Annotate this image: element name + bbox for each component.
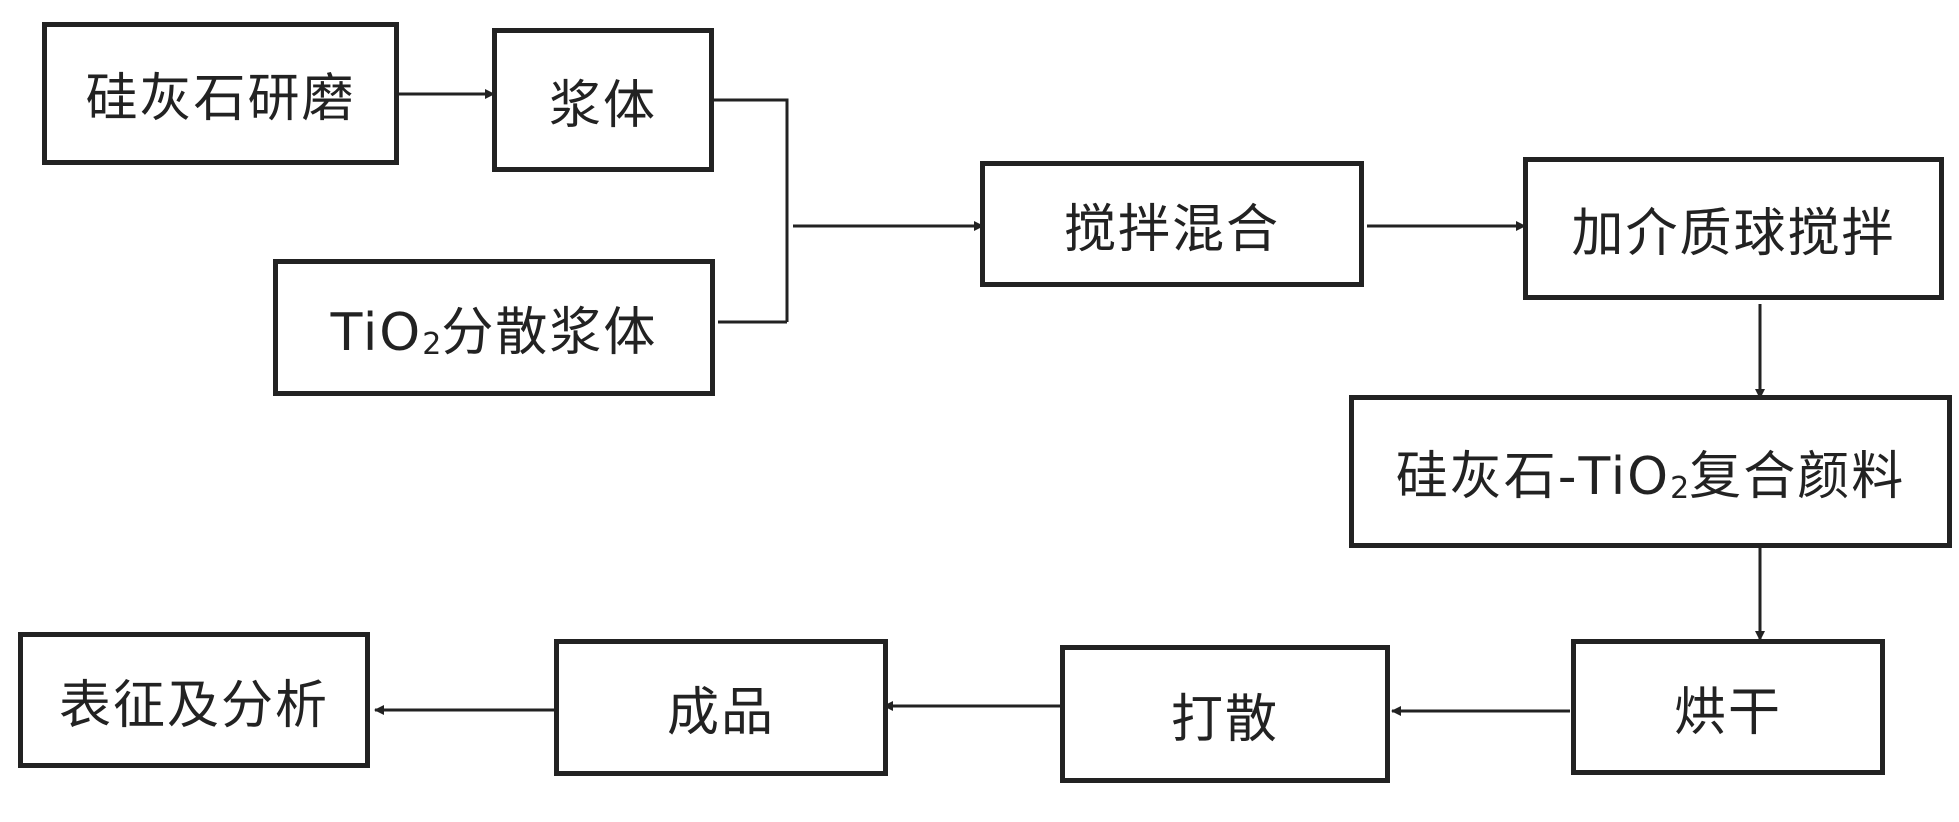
node-drying: 烘干 [1571, 639, 1885, 775]
node-label: 硅灰石研磨 [85, 69, 356, 129]
connector-slurry-to-junction [710, 98, 789, 322]
node-label-suffix: 分散浆体 [441, 303, 658, 363]
node-media-ball-stirring: 加介质球搅拌 [1523, 157, 1944, 300]
node-characterization-analysis: 表征及分析 [18, 632, 370, 768]
node-label: 搅拌混合 [1063, 199, 1280, 260]
node-finished-product: 成品 [554, 639, 888, 776]
node-composite-pigment: 硅灰石-TiO2复合颜料 [1349, 395, 1952, 548]
node-label-subscript: 2 [1670, 471, 1690, 506]
node-label-prefix: TiO [330, 303, 423, 363]
node-breaking-up: 打散 [1060, 645, 1390, 783]
node-label: 加介质球搅拌 [1571, 204, 1896, 264]
node-slurry: 浆体 [492, 28, 714, 172]
node-label-suffix: 复合颜料 [1689, 447, 1906, 507]
node-stir-mixing: 搅拌混合 [980, 161, 1364, 287]
node-label: 表征及分析 [58, 675, 329, 736]
node-label: 烘干 [1673, 682, 1782, 743]
node-tio2-dispersion-slurry: TiO2分散浆体 [273, 259, 715, 396]
node-label: 成品 [666, 683, 775, 743]
node-label: 浆体 [548, 75, 657, 136]
node-label-prefix: 硅灰石-TiO [1395, 447, 1671, 507]
node-label: 打散 [1170, 689, 1279, 750]
node-label: 硅灰石-TiO2复合颜料 [1396, 434, 1905, 509]
node-label: TiO2分散浆体 [331, 290, 658, 365]
node-wollastonite-grinding: 硅灰石研磨 [42, 22, 399, 165]
node-label-subscript: 2 [422, 327, 442, 362]
